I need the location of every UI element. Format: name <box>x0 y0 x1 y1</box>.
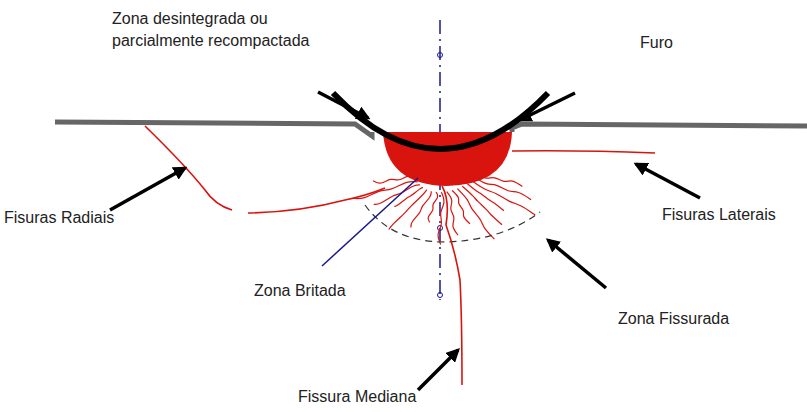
small-fissure <box>476 173 522 187</box>
pointer-line <box>322 178 418 266</box>
crack-label: Fisuras Laterais <box>662 204 776 226</box>
pointer-arrows <box>110 92 700 390</box>
radial-crack <box>145 126 232 210</box>
small-fissure <box>452 190 470 223</box>
radial-crack <box>248 188 385 213</box>
zone-label: Zona desintegrada ou parcialmente recomp… <box>112 8 342 52</box>
zone-label: Zona Fissurada <box>618 308 729 330</box>
indenter <box>333 93 548 149</box>
zone-label: Furo <box>640 32 673 54</box>
small-fissure <box>394 188 423 207</box>
small-fissure <box>373 176 416 183</box>
fissured-zone-boundary <box>365 205 540 242</box>
lateral-crack <box>512 151 655 153</box>
small-fissure <box>467 183 504 210</box>
axis-dot <box>438 293 443 298</box>
zone-label: Zona Britada <box>254 280 346 302</box>
crack-label: Fisuras Radiais <box>4 207 114 229</box>
fissure-group <box>353 173 535 245</box>
small-fissure <box>438 192 444 244</box>
small-fissure <box>447 192 458 235</box>
axis-dot <box>438 53 443 58</box>
small-fissure <box>462 186 502 225</box>
crack-label: Fissura Mediana <box>298 386 416 408</box>
small-fissure <box>374 185 420 204</box>
